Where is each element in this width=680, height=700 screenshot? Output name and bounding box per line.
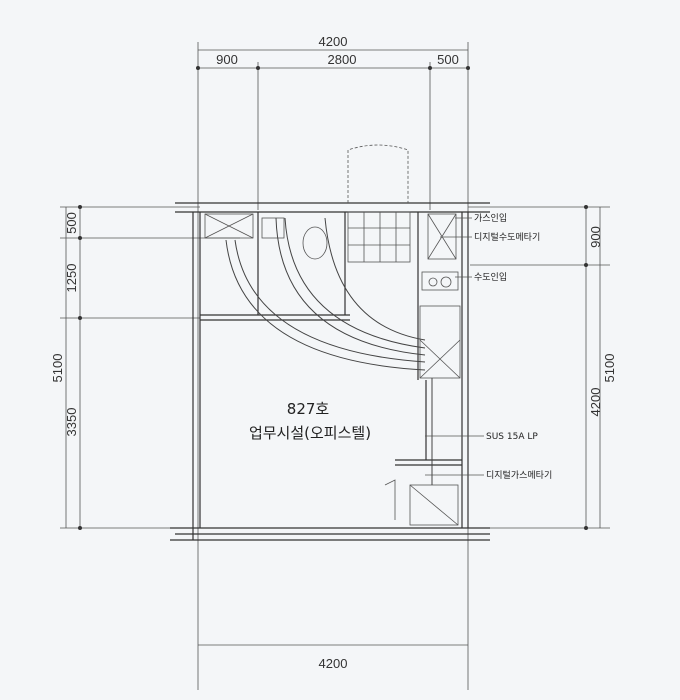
label-digital-water-meter: 디지털수도메타기 [474,231,540,243]
pipes [225,217,433,485]
dim-top-seg-1: 900 [216,52,238,67]
fixtures [204,144,461,526]
dim-right-seg-2: 4200 [588,388,603,417]
dim-left-seg-3: 3350 [64,408,79,437]
dimension-lines [60,42,610,690]
label-gas-inlet: 가스인입 [474,212,507,224]
label-pipe-spec: SUS 15A LP [486,432,538,442]
label-water-inlet: 수도인입 [474,271,507,283]
room-number: 827호 [287,400,330,418]
dim-top-seg-2: 2800 [328,52,357,67]
dim-right-total: 5100 [602,354,617,383]
dim-right-seg-1: 900 [588,226,603,248]
label-digital-gas-meter: 디지털가스메타기 [486,469,552,481]
room-use: 업무시설(오피스텔) [249,424,371,442]
dim-bottom-total: 4200 [319,656,348,671]
walls [170,202,490,541]
dim-top-seg-3: 500 [437,52,459,67]
leader-lines [425,217,484,476]
dim-left-seg-1: 500 [64,212,79,234]
toilet-icon [302,226,328,260]
dim-top-total: 4200 [319,34,348,49]
dim-left-total: 5100 [50,354,65,383]
dim-left-seg-2: 1250 [64,264,79,293]
